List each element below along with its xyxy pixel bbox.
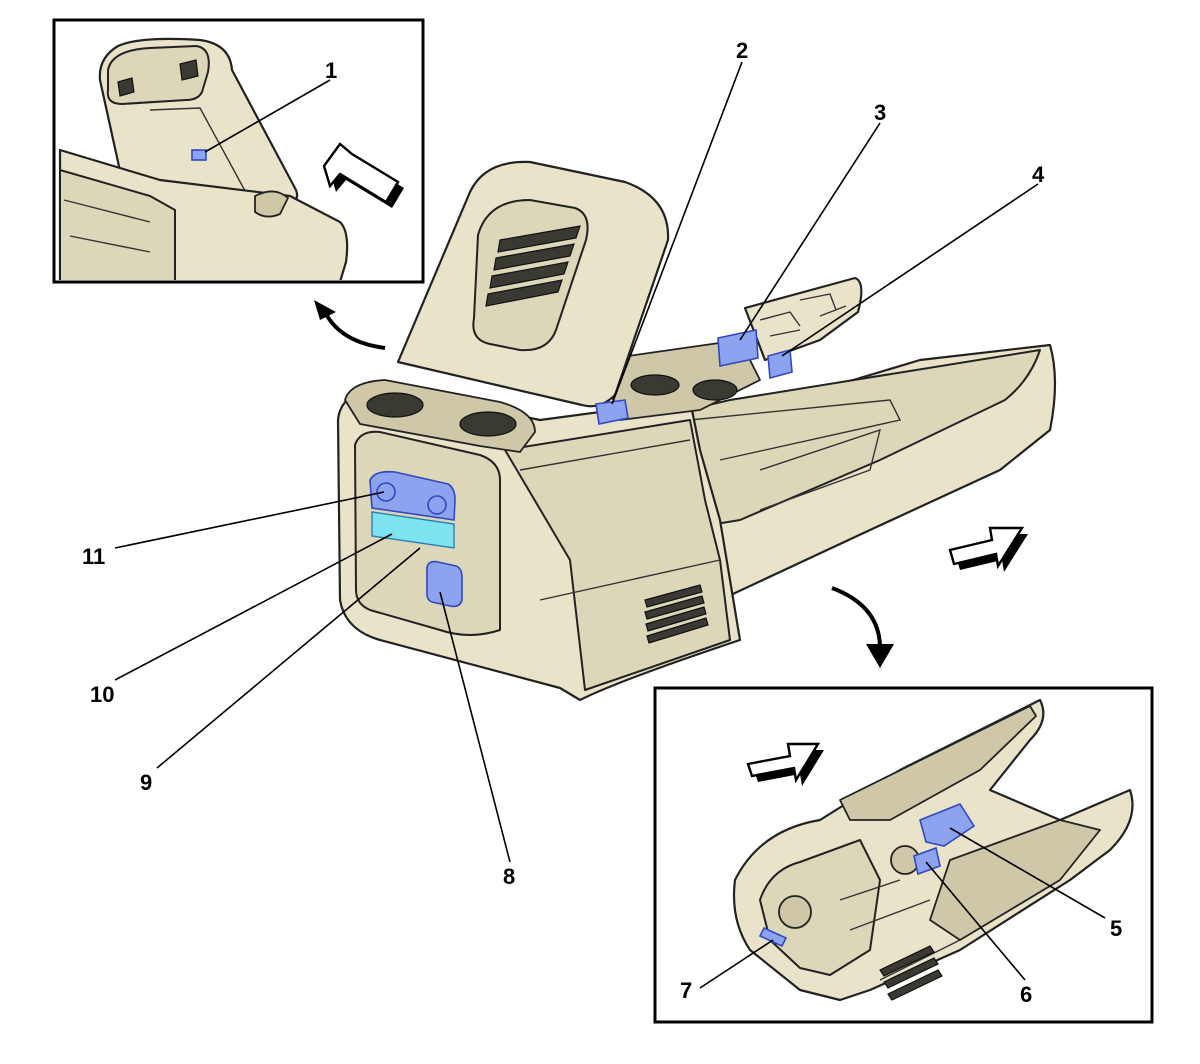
callout-8: 8 bbox=[503, 864, 515, 889]
component-8-highlight bbox=[426, 560, 463, 608]
leader-5 bbox=[949, 827, 1106, 919]
inset-top-left bbox=[52, 18, 425, 284]
inset-bottom-right bbox=[653, 686, 1154, 1024]
component-3-highlight bbox=[717, 329, 759, 367]
callout-11: 11 bbox=[82, 544, 105, 569]
component-2-highlight bbox=[595, 399, 629, 425]
main-console-assembly bbox=[336, 160, 1057, 702]
callout-9: 9 bbox=[140, 770, 152, 795]
callout-6: 6 bbox=[1020, 982, 1032, 1007]
component-4-highlight bbox=[767, 348, 793, 380]
callout-1: 1 bbox=[325, 58, 337, 83]
curved-arrow-to-bottom-inset bbox=[831, 586, 894, 668]
leader-3 bbox=[739, 122, 881, 341]
component-6-highlight bbox=[913, 846, 941, 876]
usb-port-in-lid bbox=[191, 149, 207, 161]
leader-lines bbox=[114, 61, 1106, 989]
callout-10: 10 bbox=[90, 682, 114, 707]
component-7-highlight bbox=[758, 926, 788, 948]
leader-2 bbox=[611, 61, 743, 405]
curved-arrow-to-top-inset bbox=[314, 300, 386, 350]
console-grille bbox=[644, 584, 709, 644]
leader-11 bbox=[114, 491, 385, 549]
callout-2: 2 bbox=[736, 38, 748, 63]
main-direction-arrow bbox=[948, 526, 1028, 572]
callout-4: 4 bbox=[1032, 162, 1045, 187]
leader-9 bbox=[156, 547, 421, 769]
lid-vent-slats bbox=[485, 225, 581, 307]
callout-labels: 1 2 3 4 5 6 7 8 9 10 11 bbox=[82, 38, 1122, 1007]
callout-3: 3 bbox=[874, 100, 886, 125]
inset-grille bbox=[879, 945, 943, 1001]
callout-7: 7 bbox=[680, 978, 692, 1003]
component-5-highlight bbox=[919, 803, 976, 847]
leader-7 bbox=[699, 939, 774, 989]
leader-1 bbox=[204, 79, 331, 153]
inset-bottom-right-direction-arrow bbox=[746, 742, 824, 786]
callout-5: 5 bbox=[1110, 916, 1122, 941]
leader-6 bbox=[925, 861, 1026, 981]
inset-top-left-direction-arrow bbox=[322, 142, 404, 208]
leader-8 bbox=[439, 591, 511, 863]
component-10-highlight bbox=[371, 511, 455, 549]
leader-10 bbox=[114, 533, 393, 681]
leader-4 bbox=[781, 183, 1039, 357]
